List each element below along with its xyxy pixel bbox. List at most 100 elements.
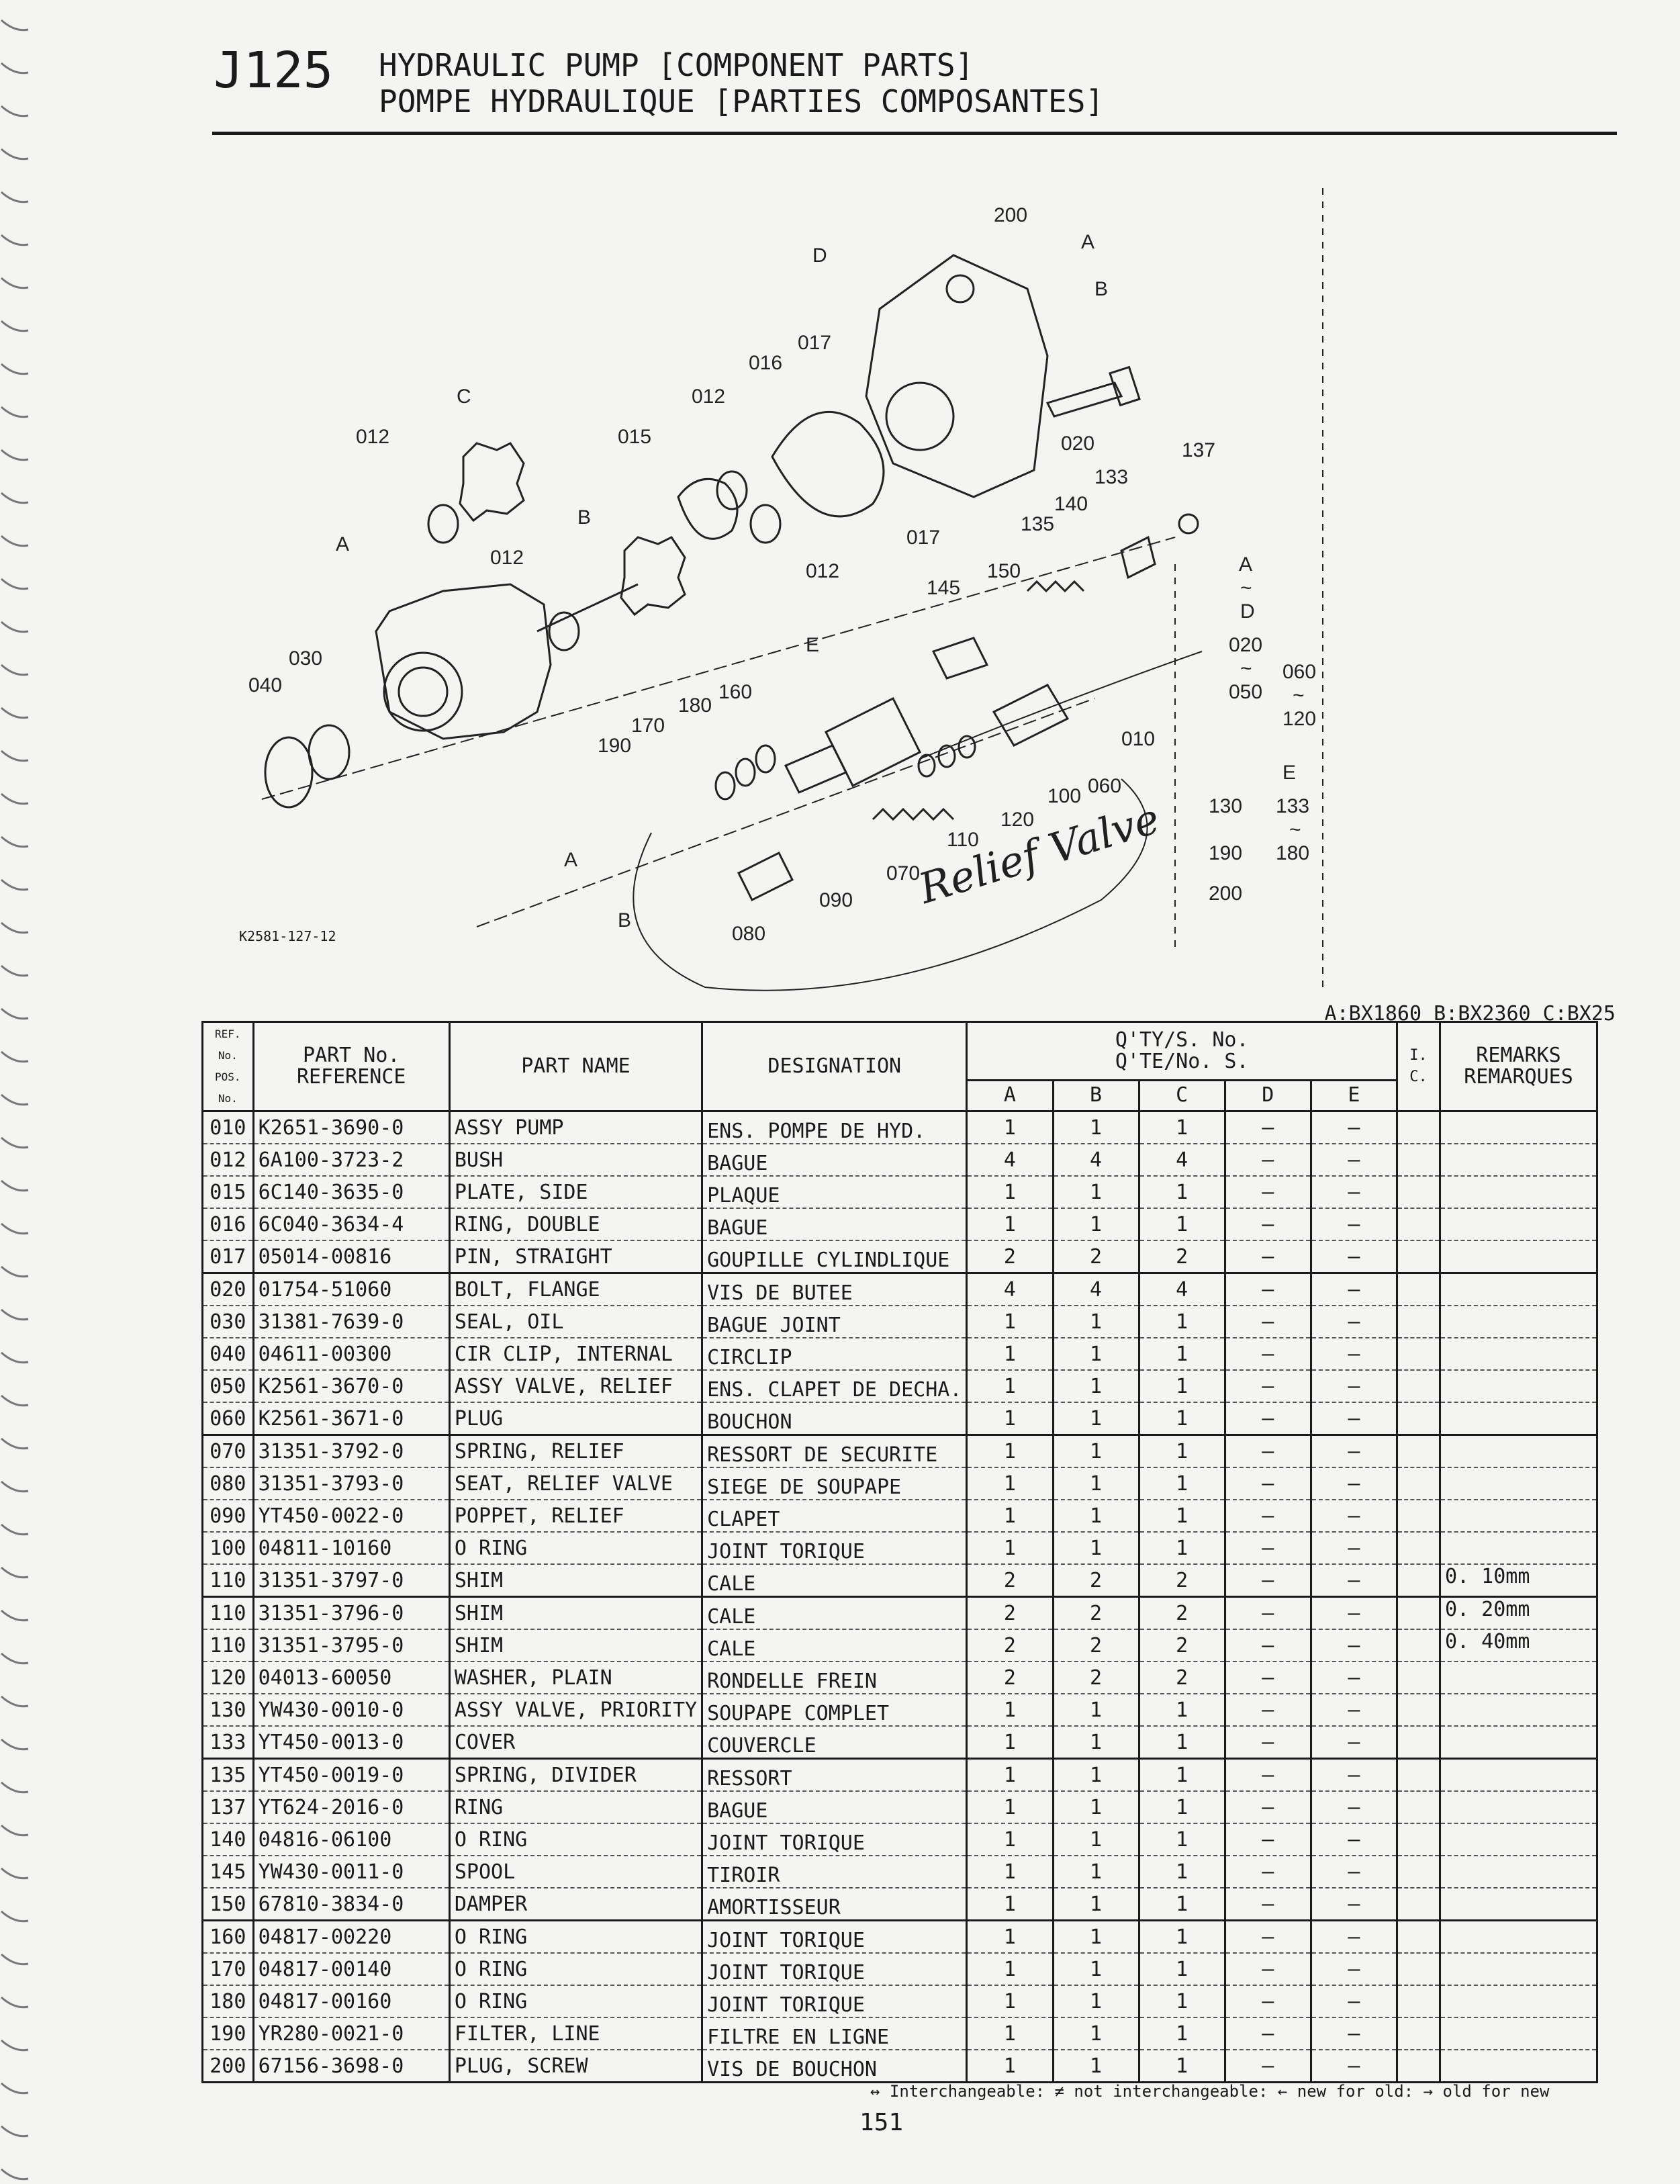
remarks-cell	[1439, 1370, 1598, 1403]
part-number-cell: 04817-00160	[252, 1985, 451, 2018]
remarks-cell	[1439, 1144, 1598, 1177]
ic-cell	[1396, 1888, 1441, 1921]
part-name-cell: PLUG, SCREW	[448, 2050, 704, 2083]
designation-cell: COUVERCLE	[701, 1726, 968, 1760]
qty-cell-b: 2	[1052, 1662, 1140, 1694]
ref-cell: 160	[201, 1920, 254, 1954]
qty-cell-a: 1	[966, 1467, 1054, 1500]
designation-cell: CALE	[701, 1629, 968, 1662]
ic-cell	[1396, 1856, 1441, 1889]
designation-cell: FILTRE EN LIGNE	[701, 2017, 968, 2050]
designation-cell: BAGUE	[701, 1208, 968, 1241]
part-name-cell: O RING	[448, 1985, 704, 2018]
qty-cell-d: –	[1223, 1758, 1312, 1792]
range-label: ~	[1293, 684, 1305, 707]
qty-cell-b: 1	[1052, 1467, 1140, 1500]
qty-cell-b: 4	[1052, 1273, 1140, 1306]
range-label: ~	[1240, 577, 1252, 599]
part-name-cell: PLUG	[448, 1402, 704, 1436]
qty-cell-b: 1	[1052, 1111, 1140, 1144]
part-name-cell: ASSY VALVE, RELIEF	[448, 1370, 704, 1403]
qty-cell-c: 1	[1137, 1370, 1226, 1403]
ref-cell: 040	[201, 1338, 254, 1371]
ref-cell: 135	[201, 1758, 254, 1792]
callout-label: 040	[248, 674, 282, 696]
part-name-cell: SEAT, RELIEF VALVE	[448, 1467, 704, 1500]
part-number-cell: 31351-3797-0	[252, 1564, 451, 1598]
part-name-cell: SEAL, OIL	[448, 1306, 704, 1338]
ref-cell: 145	[201, 1856, 254, 1889]
designation-cell: ENS. CLAPET DE DECHA.	[701, 1370, 968, 1403]
qty-cell-d: –	[1223, 1888, 1312, 1921]
qty-cell-b: 1	[1052, 1435, 1140, 1468]
qty-cell-a: 1	[966, 1208, 1054, 1241]
part-number-cell: 31351-3795-0	[252, 1629, 451, 1662]
pump-body-drawing	[375, 583, 552, 740]
ref-cell: 110	[201, 1596, 254, 1630]
ref-cell: 070	[201, 1435, 254, 1468]
callout-label: 060	[1088, 775, 1121, 797]
ic-cell	[1396, 1758, 1441, 1792]
remarks-cell	[1439, 1920, 1598, 1954]
ic-cell	[1396, 1564, 1441, 1598]
page-number: 151	[859, 2109, 904, 2136]
range-label: D	[1240, 600, 1255, 623]
qty-cell-e: –	[1309, 1823, 1399, 1856]
part-number-cell: 05014-00816	[252, 1240, 451, 1274]
designation-cell: CIRCLIP	[701, 1338, 968, 1371]
qty-cell-e: –	[1309, 1532, 1399, 1565]
callout-label: B	[1094, 278, 1108, 300]
gear-c-drawing	[459, 442, 525, 522]
remarks-cell	[1439, 1467, 1598, 1500]
ic-cell	[1396, 1985, 1441, 2018]
ic-cell	[1396, 1402, 1441, 1436]
remarks-cell: 0. 40mm	[1439, 1629, 1598, 1662]
qty-cell-a: 1	[966, 1791, 1054, 1824]
qty-cell-e: –	[1309, 1144, 1399, 1177]
gear-b-drawing	[620, 536, 686, 617]
page-title-block: HYDRAULIC PUMP [COMPONENT PARTS] POMPE H…	[379, 47, 1104, 120]
qty-cell-b: 4	[1052, 1144, 1140, 1177]
ic-cell	[1396, 1629, 1441, 1662]
col-qty-b: B	[1052, 1079, 1140, 1113]
qty-cell-a: 1	[966, 1402, 1054, 1436]
remarks-cell	[1439, 1823, 1598, 1856]
designation-cell: JOINT TORIQUE	[701, 1985, 968, 2018]
qty-cell-c: 1	[1137, 1823, 1226, 1856]
qty-cell-a: 1	[966, 1856, 1054, 1889]
qty-cell-e: –	[1309, 1953, 1399, 1986]
qty-cell-d: –	[1223, 1273, 1312, 1306]
ic-cell	[1396, 1467, 1441, 1500]
part-name-cell: WASHER, PLAIN	[448, 1662, 704, 1694]
qty-cell-e: –	[1309, 1467, 1399, 1500]
remarks-cell	[1439, 1240, 1598, 1274]
designation-cell: RONDELLE FREIN	[701, 1662, 968, 1694]
qty-cell-e: –	[1309, 1564, 1399, 1598]
qty-cell-a: 1	[966, 2050, 1054, 2083]
remarks-cell	[1439, 1791, 1598, 1824]
qty-cell-d: –	[1223, 2050, 1312, 2083]
qty-cell-a: 1	[966, 1888, 1054, 1921]
qty-cell-d: –	[1223, 1726, 1312, 1760]
designation-cell: CALE	[701, 1564, 968, 1598]
qty-cell-e: –	[1309, 1758, 1399, 1792]
qty-cell-a: 1	[966, 1370, 1054, 1403]
part-number-cell: YT450-0022-0	[252, 1500, 451, 1533]
qty-cell-e: –	[1309, 2017, 1399, 2050]
designation-cell: GOUPILLE CYLINDLIQUE	[701, 1240, 968, 1274]
qty-cell-a: 1	[966, 1758, 1054, 1792]
callout-label: 120	[1000, 809, 1034, 831]
qty-cell-e: –	[1309, 1208, 1399, 1241]
callout-label: 017	[798, 332, 831, 354]
qty-cell-b: 2	[1052, 1629, 1140, 1662]
part-number-cell: 04817-00220	[252, 1920, 451, 1954]
part-number-cell: YT624-2016-0	[252, 1791, 451, 1824]
qty-cell-c: 1	[1137, 1111, 1226, 1144]
